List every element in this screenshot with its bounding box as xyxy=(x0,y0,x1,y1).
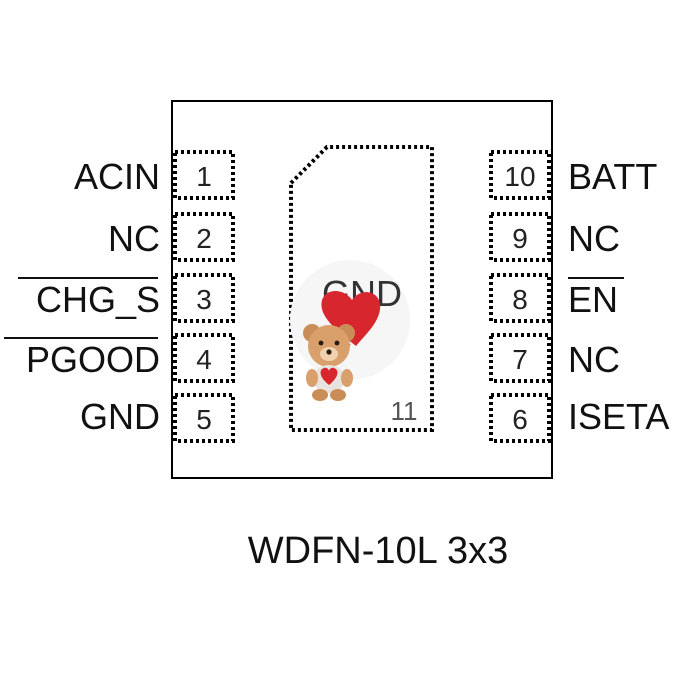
pin-name-9: NC xyxy=(568,218,620,259)
pin-name-8: EN xyxy=(568,279,618,320)
pin-pad-10 xyxy=(489,150,551,200)
pin-pad-2 xyxy=(173,212,235,262)
pin-name-10: BATT xyxy=(568,156,657,197)
pin-pad-8 xyxy=(489,273,551,323)
pin-name-7: NC xyxy=(568,339,620,380)
heart-balloon-icon xyxy=(321,291,381,346)
right-pin-pads xyxy=(489,150,551,443)
pin-pad-6 xyxy=(489,393,551,443)
pin-pad-5 xyxy=(173,393,235,443)
pin-number-6: 6 xyxy=(512,404,528,435)
pin-pad-4 xyxy=(173,333,235,383)
pin-name-1: ACIN xyxy=(74,156,160,197)
pin-number-2: 2 xyxy=(196,223,212,254)
package-label: WDFN-10L 3x3 xyxy=(248,530,508,572)
pin-number-1: 1 xyxy=(196,161,212,192)
exposed-pad xyxy=(289,145,434,432)
pin-number-9: 9 xyxy=(512,223,528,254)
left-pin-pads xyxy=(173,150,235,443)
pin-pad-9 xyxy=(489,212,551,262)
teddy-bear-sticker xyxy=(303,291,381,401)
pin-number-5: 5 xyxy=(196,404,212,435)
pin-number-8: 8 xyxy=(512,284,528,315)
pin-pad-1 xyxy=(173,150,235,200)
pin-name-6: ISETA xyxy=(568,396,669,437)
pin-pad-3 xyxy=(173,273,235,323)
pin-pad-7 xyxy=(489,333,551,383)
pin-name-4: PGOOD xyxy=(26,339,160,380)
pin-number-10: 10 xyxy=(504,161,535,192)
pin-number-3: 3 xyxy=(196,284,212,315)
pin-name-2: NC xyxy=(108,218,160,259)
pin-number-7: 7 xyxy=(512,344,528,375)
pin-name-5: GND xyxy=(80,396,160,437)
pin-name-3: CHG_S xyxy=(36,279,160,320)
pin-number-4: 4 xyxy=(196,344,212,375)
exposed-pad-number: 11 xyxy=(391,396,418,426)
